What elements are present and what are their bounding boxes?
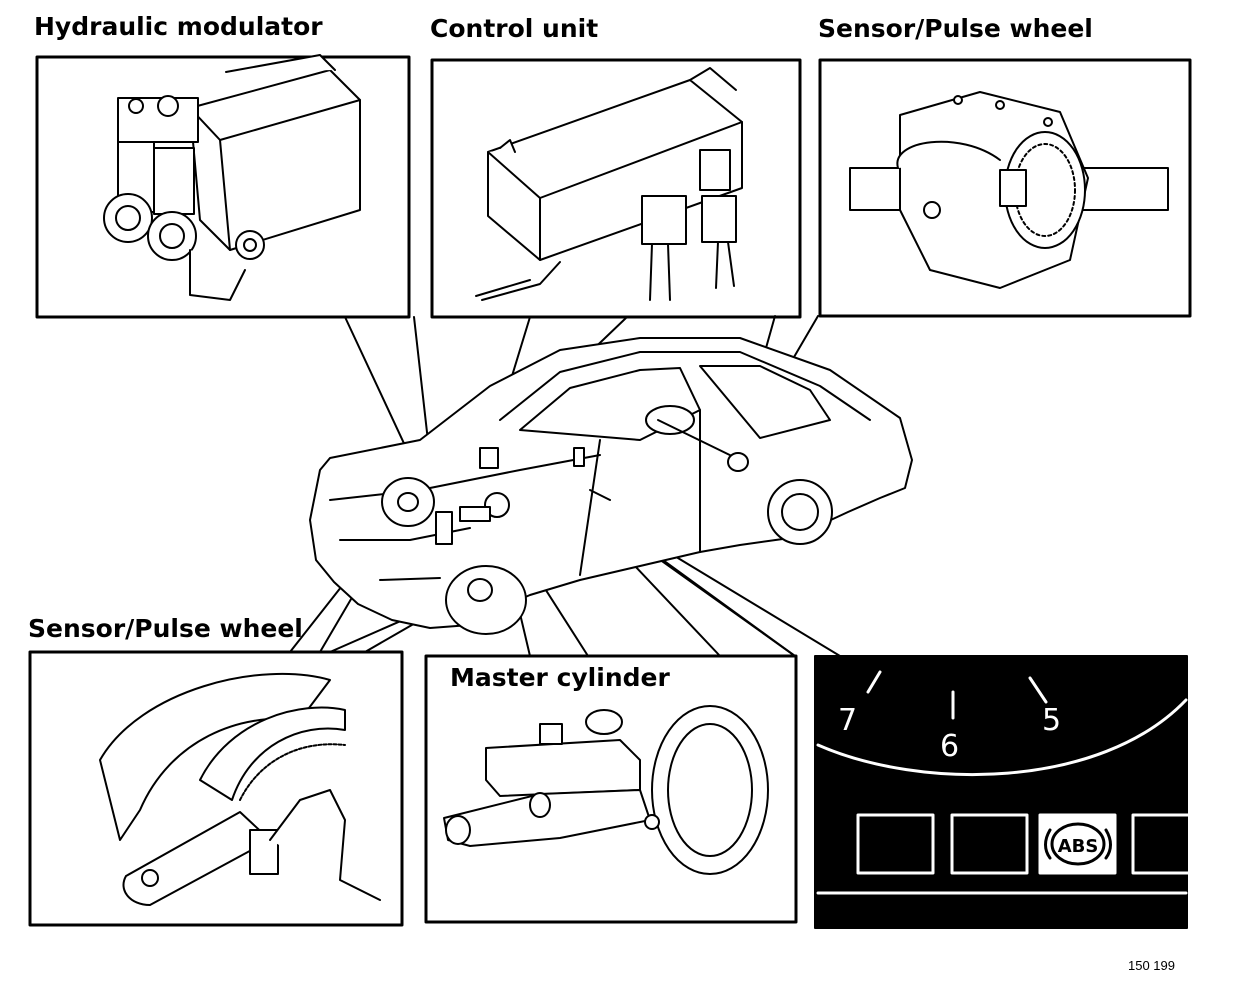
indicator-lamp-4 <box>1131 813 1195 875</box>
label-master-cylinder: Master cylinder <box>450 663 670 692</box>
label-sensor-bottom: Sensor/Pulse wheel <box>28 614 303 643</box>
tick-mark-7 <box>866 670 882 694</box>
indicator-lamp-1 <box>856 813 935 875</box>
car-illustration <box>309 337 913 635</box>
gauge-tick-5: 5 <box>1042 703 1061 738</box>
tick-mark-5 <box>1028 676 1048 704</box>
abs-lamp-ring <box>1050 822 1106 866</box>
instrument-cluster-inset <box>814 655 1195 929</box>
label-control-unit: Control unit <box>430 14 599 43</box>
master-cylinder-illustration <box>443 705 769 875</box>
label-hydraulic-modulator: Hydraulic modulator <box>34 12 323 41</box>
indicator-lamp-2 <box>950 813 1029 875</box>
hydraulic-modulator-illustration <box>103 54 361 301</box>
figure-code: 150 199 <box>1128 958 1175 973</box>
gauge-tick-7: 7 <box>838 703 857 738</box>
sensor-bottom-illustration <box>99 673 381 906</box>
gauge-tick-6: 6 <box>940 729 959 764</box>
control-unit-illustration <box>475 67 743 301</box>
label-sensor-top: Sensor/Pulse wheel <box>818 14 1093 43</box>
abs-lamp-text: ABS <box>1058 836 1099 857</box>
sensor-top-illustration <box>849 91 1169 289</box>
